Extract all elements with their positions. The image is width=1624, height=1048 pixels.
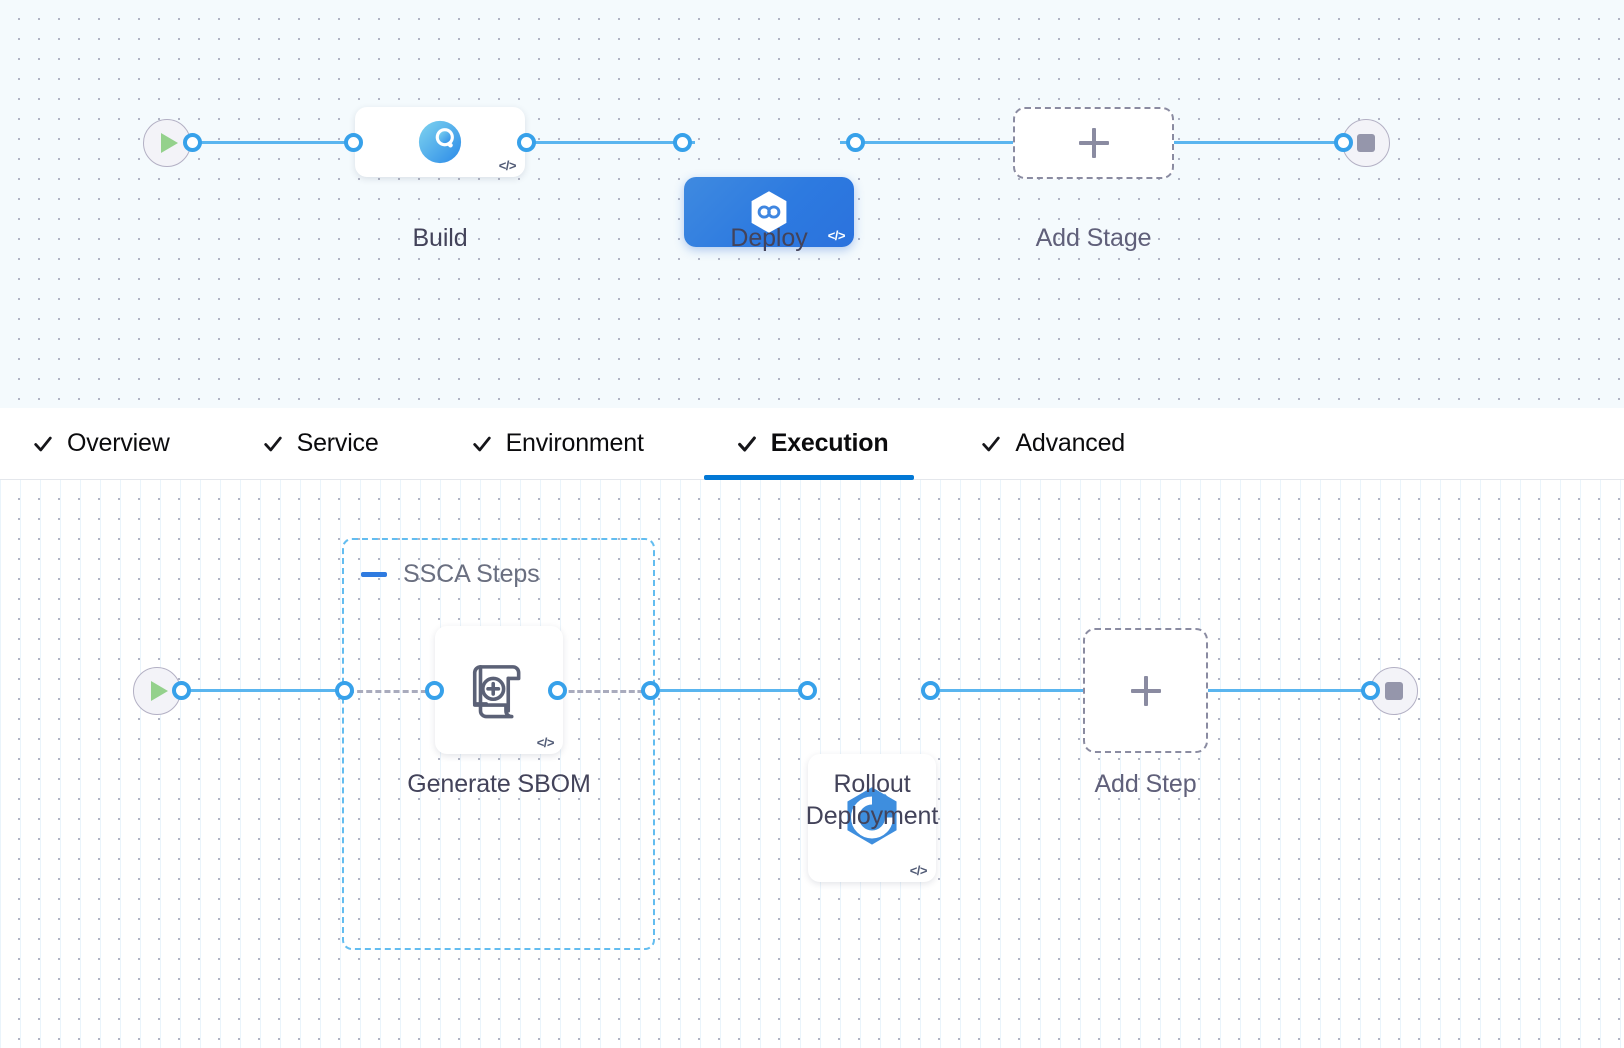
check-icon bbox=[34, 436, 52, 451]
code-badge: </> bbox=[536, 735, 555, 750]
stage-card-deploy[interactable]: </> bbox=[684, 177, 854, 247]
ssca-steps-group[interactable] bbox=[342, 538, 655, 950]
port-build-in[interactable] bbox=[344, 133, 363, 152]
code-badge: </> bbox=[909, 863, 928, 878]
port-exec-end-in[interactable] bbox=[1361, 681, 1380, 700]
step-label-generate-sbom: Generate SBOM bbox=[407, 770, 591, 798]
port-build-out[interactable] bbox=[517, 133, 536, 152]
minus-icon[interactable] bbox=[361, 572, 387, 577]
ssca-steps-group-header[interactable]: SSCA Steps bbox=[361, 560, 540, 589]
port-end-in[interactable] bbox=[1334, 133, 1353, 152]
stage-label-deploy: Deploy bbox=[730, 224, 808, 252]
port-group-exit[interactable] bbox=[641, 681, 660, 700]
play-icon bbox=[133, 667, 181, 715]
code-badge: </> bbox=[827, 228, 846, 243]
tab-environment[interactable]: Environment bbox=[471, 408, 644, 480]
link-build-to-deploy bbox=[515, 141, 695, 144]
link-group-to-rollout bbox=[650, 689, 815, 692]
tab-service[interactable]: Service bbox=[262, 408, 379, 480]
tab-overview[interactable]: Overview bbox=[32, 408, 170, 480]
link-start-to-group bbox=[176, 689, 346, 692]
add-step-label: Add Step bbox=[1094, 770, 1197, 798]
tab-advanced[interactable]: Advanced bbox=[980, 408, 1125, 480]
add-step-button[interactable] bbox=[1083, 628, 1208, 753]
check-icon bbox=[982, 436, 1001, 451]
port-sbom-out[interactable] bbox=[548, 681, 567, 700]
check-icon bbox=[737, 435, 756, 452]
tab-execution[interactable]: Execution bbox=[703, 408, 915, 480]
port-rollout-in[interactable] bbox=[798, 681, 817, 700]
tab-label: Environment bbox=[505, 429, 644, 457]
port-exec-start-out[interactable] bbox=[172, 681, 191, 700]
stage-config-tabs[interactable]: Overview Service Environment Execution A… bbox=[0, 408, 1624, 480]
port-sbom-in[interactable] bbox=[425, 681, 444, 700]
execution-start-node[interactable] bbox=[133, 667, 181, 715]
port-group-entry[interactable] bbox=[335, 681, 354, 700]
link-addstep-to-end bbox=[1205, 689, 1375, 692]
check-icon bbox=[472, 436, 491, 451]
plus-icon bbox=[1078, 128, 1109, 158]
code-badge: </> bbox=[498, 158, 517, 173]
group-title: SSCA Steps bbox=[403, 560, 540, 588]
plus-icon bbox=[1130, 675, 1161, 706]
step-label-rollout-deployment: Rollout Deployment bbox=[805, 770, 939, 830]
check-icon bbox=[263, 436, 282, 451]
link-group-entry-to-sbom bbox=[348, 690, 436, 693]
execution-canvas[interactable]: SSCA Steps </> Generate SBOM bbox=[0, 480, 1624, 1048]
port-deploy-out[interactable] bbox=[846, 133, 865, 152]
tab-label: Execution bbox=[770, 429, 889, 457]
link-rollout-to-addstep bbox=[928, 689, 1088, 692]
link-start-to-build bbox=[190, 141, 362, 144]
port-start-out[interactable] bbox=[183, 133, 202, 152]
step-card-rollout-deployment[interactable]: </> bbox=[808, 754, 936, 882]
link-sbom-to-group-exit bbox=[560, 690, 652, 693]
tab-label: Overview bbox=[67, 429, 170, 457]
link-addstage-to-end bbox=[1165, 141, 1355, 144]
harness-hexagon-icon bbox=[745, 188, 793, 236]
tab-label: Service bbox=[296, 429, 379, 457]
sbom-scroll-icon bbox=[462, 653, 536, 727]
link-deploy-to-addstage bbox=[840, 141, 1030, 144]
step-card-generate-sbom[interactable]: </> bbox=[435, 626, 563, 754]
rollout-hexagon-icon bbox=[838, 784, 906, 852]
tab-label: Advanced bbox=[1015, 429, 1125, 457]
port-rollout-out[interactable] bbox=[921, 681, 940, 700]
add-stage-label: Add Stage bbox=[1035, 224, 1152, 252]
add-stage-button[interactable] bbox=[1013, 107, 1174, 179]
stage-canvas[interactable]: </> Build </> Deploy Add Stage bbox=[0, 0, 1624, 408]
port-deploy-in[interactable] bbox=[673, 133, 692, 152]
build-circle-icon bbox=[417, 119, 463, 165]
stage-label-build: Build bbox=[412, 224, 468, 252]
stage-card-build[interactable]: </> bbox=[355, 107, 525, 177]
